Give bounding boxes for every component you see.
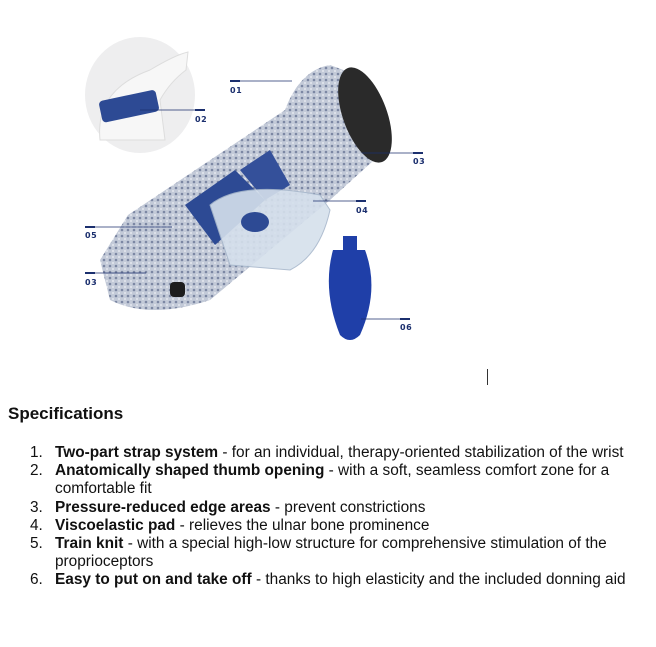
item-description: - relieves the ulnar bone prominence (175, 516, 430, 534)
wrist-brace-illustration (85, 37, 423, 340)
callout-06-label: 06 (400, 323, 413, 332)
item-title: Two-part strap system (55, 444, 219, 461)
callout-01-label: 01 (230, 86, 243, 95)
item-number: 1. (30, 444, 43, 461)
list-item: 4. Viscoelastic pad - relieves the ulnar … (30, 517, 640, 535)
donning-aid-bag (328, 236, 372, 340)
list-item: 3. Pressure-reduced edge areas - prevent … (30, 499, 640, 517)
item-number: 6. (30, 571, 43, 589)
item-description: - with a soft, seamless comfort zone for… (55, 462, 610, 498)
callout-markers (85, 80, 423, 320)
item-title: Pressure-reduced edge areas (55, 498, 271, 516)
list-item: 5. Train knit - with a special high-low s… (30, 535, 640, 571)
text-cursor (487, 369, 488, 385)
specifications-list: 1. Two-part strap system - for an individ… (30, 444, 640, 590)
item-number: 2. (30, 462, 43, 480)
item-description: - prevent constrictions (270, 498, 426, 516)
inset-hand-image (85, 37, 195, 153)
item-description: - for an individual, therapy-oriented st… (218, 444, 624, 461)
list-item: 6. Easy to put on and take off - thanks t… (30, 571, 640, 589)
callout-03b-label: 03 (85, 278, 98, 287)
item-description: - with a special high-low structure for … (55, 535, 607, 571)
item-title: Anatomically shaped thumb opening (55, 462, 325, 480)
item-number: 5. (30, 535, 43, 553)
item-title: Viscoelastic pad (55, 516, 176, 534)
item-number: 3. (30, 498, 43, 516)
item-title: Train knit (55, 535, 124, 553)
callout-03-label: 03 (413, 157, 426, 166)
item-number: 4. (30, 516, 43, 534)
list-item: 1. Two-part strap system - for an individ… (30, 444, 640, 462)
callout-02-label: 02 (195, 115, 208, 124)
list-item: 2. Anatomically shaped thumb opening - wi… (30, 462, 640, 498)
specifications-heading: Specifications (8, 404, 124, 423)
wrist-brace-sleeve (100, 65, 392, 310)
callout-05-label: 05 (85, 231, 98, 240)
callout-04-label: 04 (356, 206, 369, 215)
item-description: - thanks to high elasticity and the incl… (251, 571, 626, 589)
item-title: Easy to put on and take off (55, 571, 252, 589)
product-figure: 01 02 03 04 05 03 06 (85, 37, 426, 340)
